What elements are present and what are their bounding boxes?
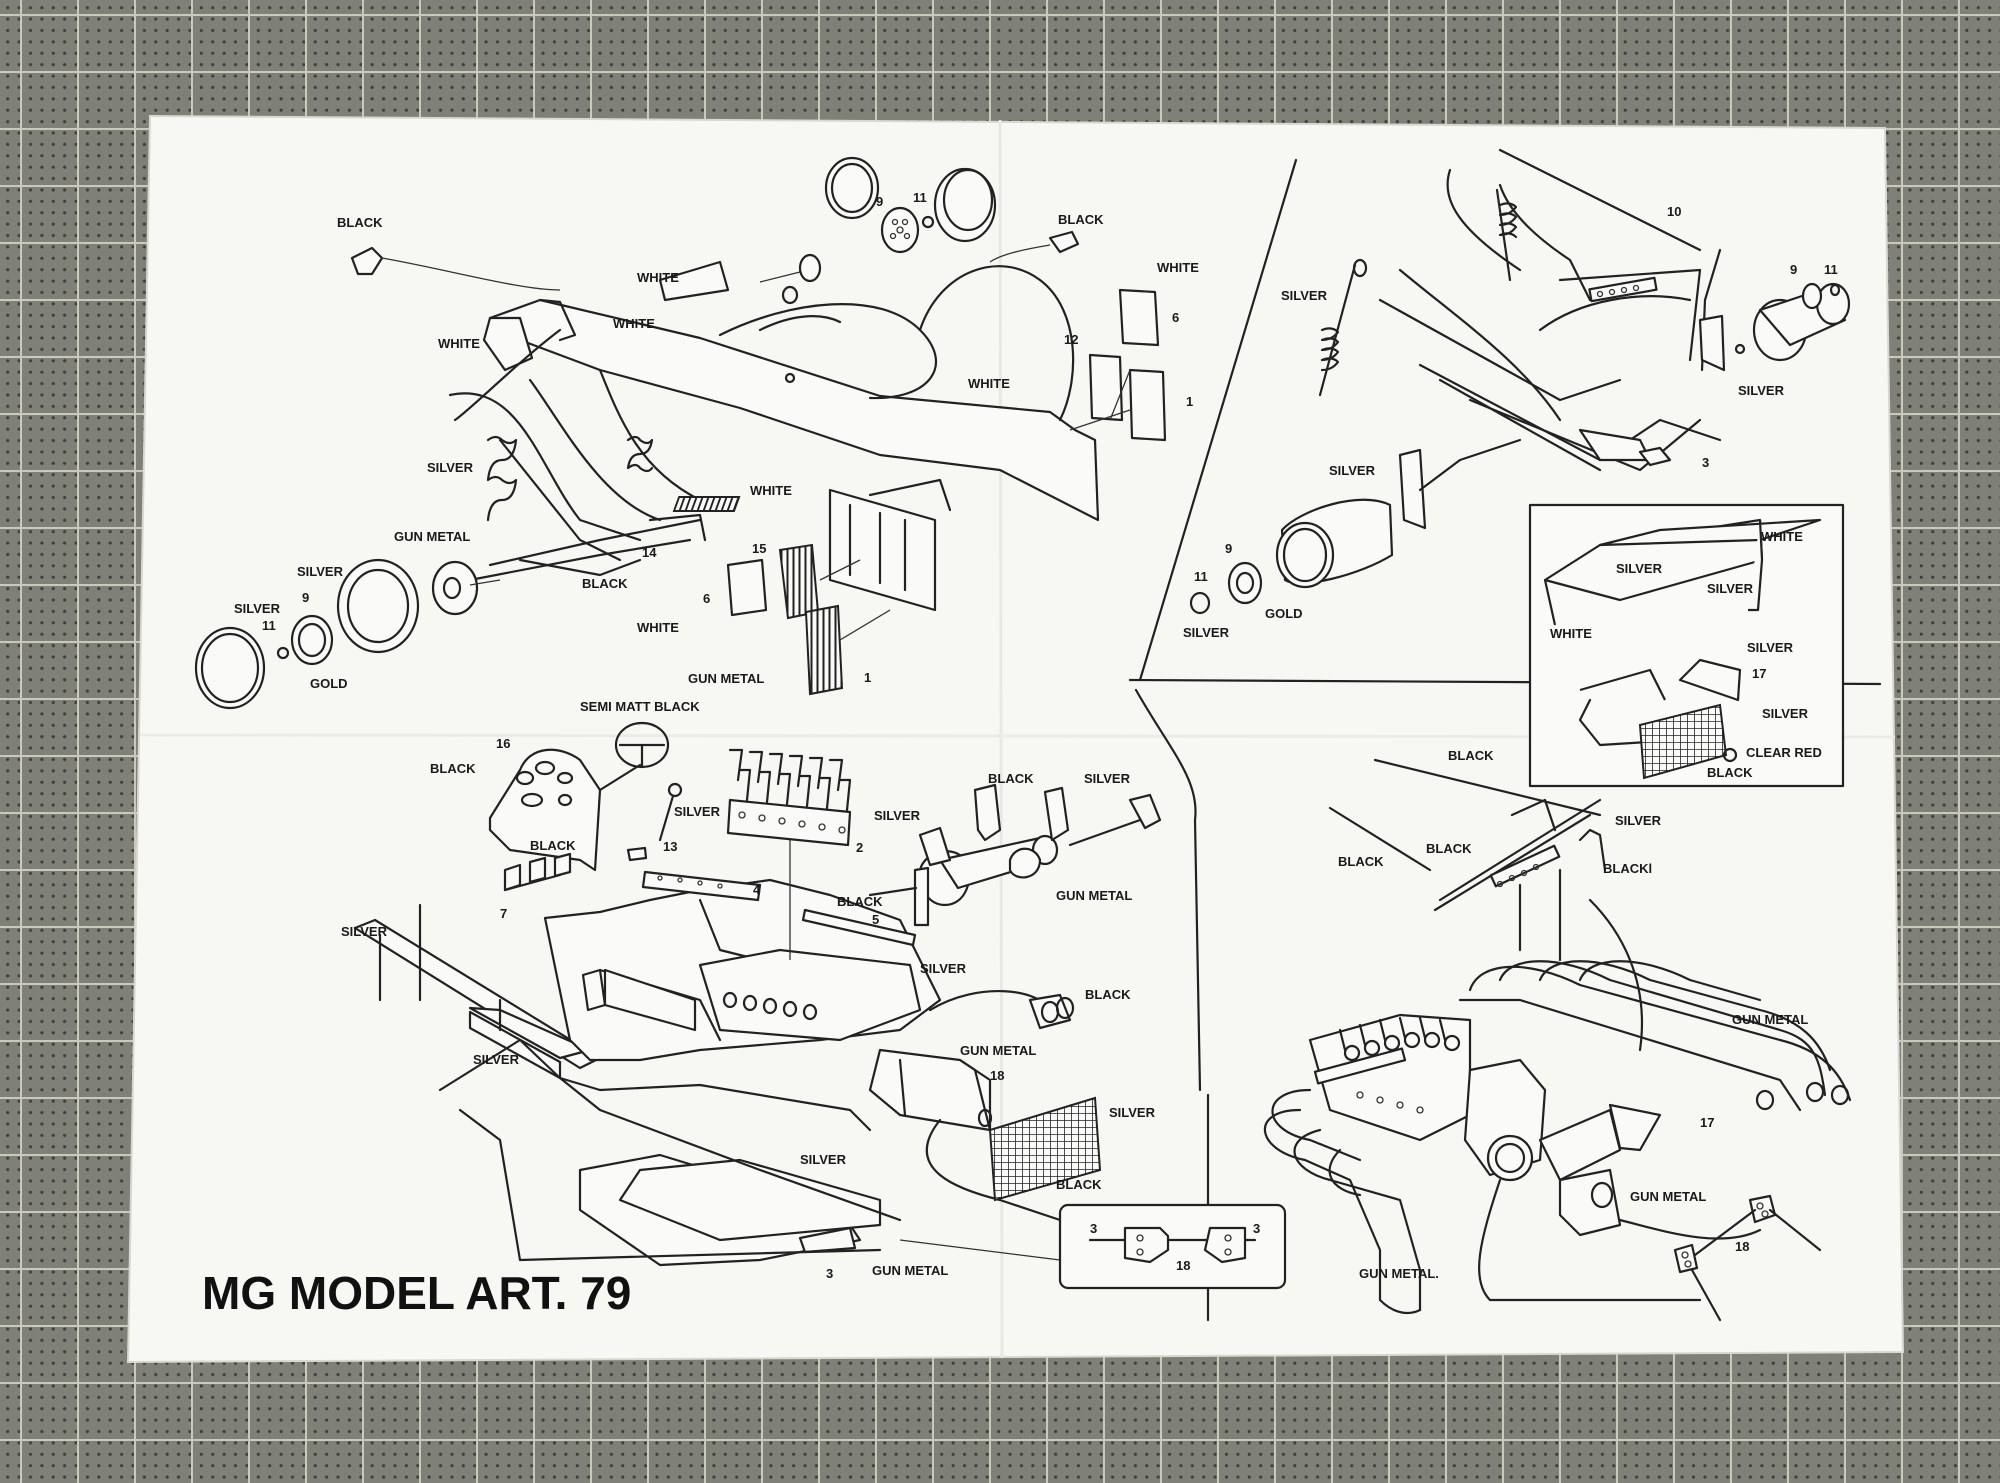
label-silver-bar: SILVER	[1615, 813, 1662, 828]
label-silver-trumpets: SILVER	[874, 808, 921, 823]
label-gun-metal-exhaust: GUN METAL.	[1359, 1266, 1439, 1281]
label-white-plate: WHITE	[637, 620, 679, 635]
num-17-engine: 17	[1700, 1115, 1714, 1130]
label-gold-hub-rear: GOLD	[1265, 606, 1303, 621]
num-3-plate-left: 3	[1090, 1221, 1097, 1236]
label-wing-silver-2: SILVER	[1707, 581, 1754, 596]
num-7: 7	[500, 906, 507, 921]
label-black-right: BLACKl	[1603, 861, 1652, 876]
label-black-mirror-right: BLACK	[1058, 212, 1104, 227]
label-white-side: WHITE	[438, 336, 480, 351]
label-wing-white-top: WHITE	[1761, 529, 1803, 544]
num-5: 5	[872, 912, 879, 927]
label-silver-tyre-rear: SILVER	[1329, 463, 1376, 478]
num-11-rear: 11	[1824, 262, 1838, 277]
num-17-wing: 17	[1752, 666, 1766, 681]
num-6-low: 6	[703, 591, 710, 606]
body-assembly-diagram	[194, 156, 1167, 710]
num-3-tray: 3	[826, 1266, 833, 1281]
label-silver-block: SILVER	[473, 1052, 520, 1067]
rear-wing-inset	[1528, 503, 1845, 788]
sheet-title: MG MODEL ART. 79	[202, 1267, 631, 1319]
num-2: 2	[856, 840, 863, 855]
label-silver-spring: SILVER	[427, 460, 474, 475]
label-white-cockpit: WHITE	[613, 316, 655, 331]
label-black-pipes: BLACK	[1085, 987, 1131, 1002]
label-black-strip: BLACK	[837, 894, 883, 909]
label-silver-tray: SILVER	[800, 1152, 847, 1167]
label-black-suspension: BLACK	[582, 576, 628, 591]
label-clear-red: CLEAR RED	[1746, 745, 1822, 760]
label-wing-white-side: WHITE	[1550, 626, 1592, 641]
left-front-wheel	[194, 558, 501, 710]
mounting-plate-inset	[1058, 1203, 1287, 1290]
num-1-top: 1	[1186, 394, 1193, 409]
label-silver-shock: SILVER	[1281, 288, 1328, 303]
num-3-rear: 3	[1702, 455, 1709, 470]
label-white-nose: WHITE	[637, 270, 679, 285]
num-16: 16	[496, 736, 510, 751]
label-wing-silver-1: SILVER	[1616, 561, 1663, 576]
label-silver-tyre: SILVER	[297, 564, 344, 579]
label-black-dash: BLACK	[430, 761, 476, 776]
label-gun-metal-gear: GUN METAL	[1056, 888, 1132, 903]
label-silver-engine: SILVER	[920, 961, 967, 976]
num-4: 4	[753, 882, 761, 897]
label-silver-lever: SILVER	[674, 804, 721, 819]
label-black-rod: BLACK	[1448, 748, 1494, 763]
label-wing-silver-3: SILVER	[1747, 640, 1794, 655]
label-wing-black: BLACK	[1707, 765, 1753, 780]
label-gun-metal-box-engine: GUN METAL	[1630, 1189, 1706, 1204]
label-gold-hub: GOLD	[310, 676, 348, 691]
num-9-front: 9	[876, 194, 883, 209]
num-9-left: 9	[302, 590, 309, 605]
rear-suspension-diagram	[1189, 148, 1851, 615]
num-15: 15	[752, 541, 766, 556]
label-silver-rim-rear: SILVER	[1183, 625, 1230, 640]
label-gun-metal-grille: GUN METAL	[688, 671, 764, 686]
label-white-body: WHITE	[968, 376, 1010, 391]
front-wheel	[759, 156, 997, 305]
label-white-radiator: WHITE	[750, 483, 792, 498]
label-white-panel: WHITE	[1157, 260, 1199, 275]
label-black-grille: BLACK	[1056, 1177, 1102, 1192]
num-18-chassis: 18	[990, 1068, 1004, 1083]
num-3-plate-right: 3	[1253, 1221, 1260, 1236]
label-gun-metal-pipes: GUN METAL	[1732, 1012, 1808, 1027]
label-silver-grille: SILVER	[1109, 1105, 1156, 1120]
num-9-rear: 9	[1790, 262, 1797, 277]
label-silver-shaft: SILVER	[1084, 771, 1131, 786]
label-silver-floor: SILVER	[341, 924, 388, 939]
num-11-front: 11	[913, 190, 927, 205]
num-10: 10	[1667, 204, 1681, 219]
label-gun-metal-tray: GUN METAL	[872, 1263, 948, 1278]
label-black-mid: BLACK	[1426, 841, 1472, 856]
num-18-engine: 18	[1735, 1239, 1749, 1254]
label-silver-hub: SILVER	[1738, 383, 1785, 398]
num-12: 12	[1064, 332, 1078, 347]
label-black-left: BLACK	[1338, 854, 1384, 869]
label-black-mirror-left: BLACK	[337, 215, 383, 230]
num-13: 13	[663, 839, 677, 854]
num-18-plate: 18	[1176, 1258, 1190, 1273]
label-black-pedals: BLACK	[530, 838, 576, 853]
label-wing-silver-4: SILVER	[1762, 706, 1809, 721]
engine-assembly-diagram	[1263, 758, 1852, 1322]
label-semi-matt-black: SEMI MATT BLACK	[580, 699, 700, 714]
num-11-left: 11	[262, 618, 276, 633]
num-14: 14	[642, 545, 657, 560]
label-gun-metal-box: GUN METAL	[960, 1043, 1036, 1058]
num-9-rear-left: 9	[1225, 541, 1232, 556]
num-1-low: 1	[864, 670, 871, 685]
label-gun-metal-arm: GUN METAL	[394, 529, 470, 544]
label-black-levers: BLACK	[988, 771, 1034, 786]
num-6-top: 6	[1172, 310, 1179, 325]
num-11-rear-left: 11	[1194, 569, 1208, 584]
chassis-assembly-diagram	[353, 721, 1162, 1267]
label-silver-rim: SILVER	[234, 601, 281, 616]
